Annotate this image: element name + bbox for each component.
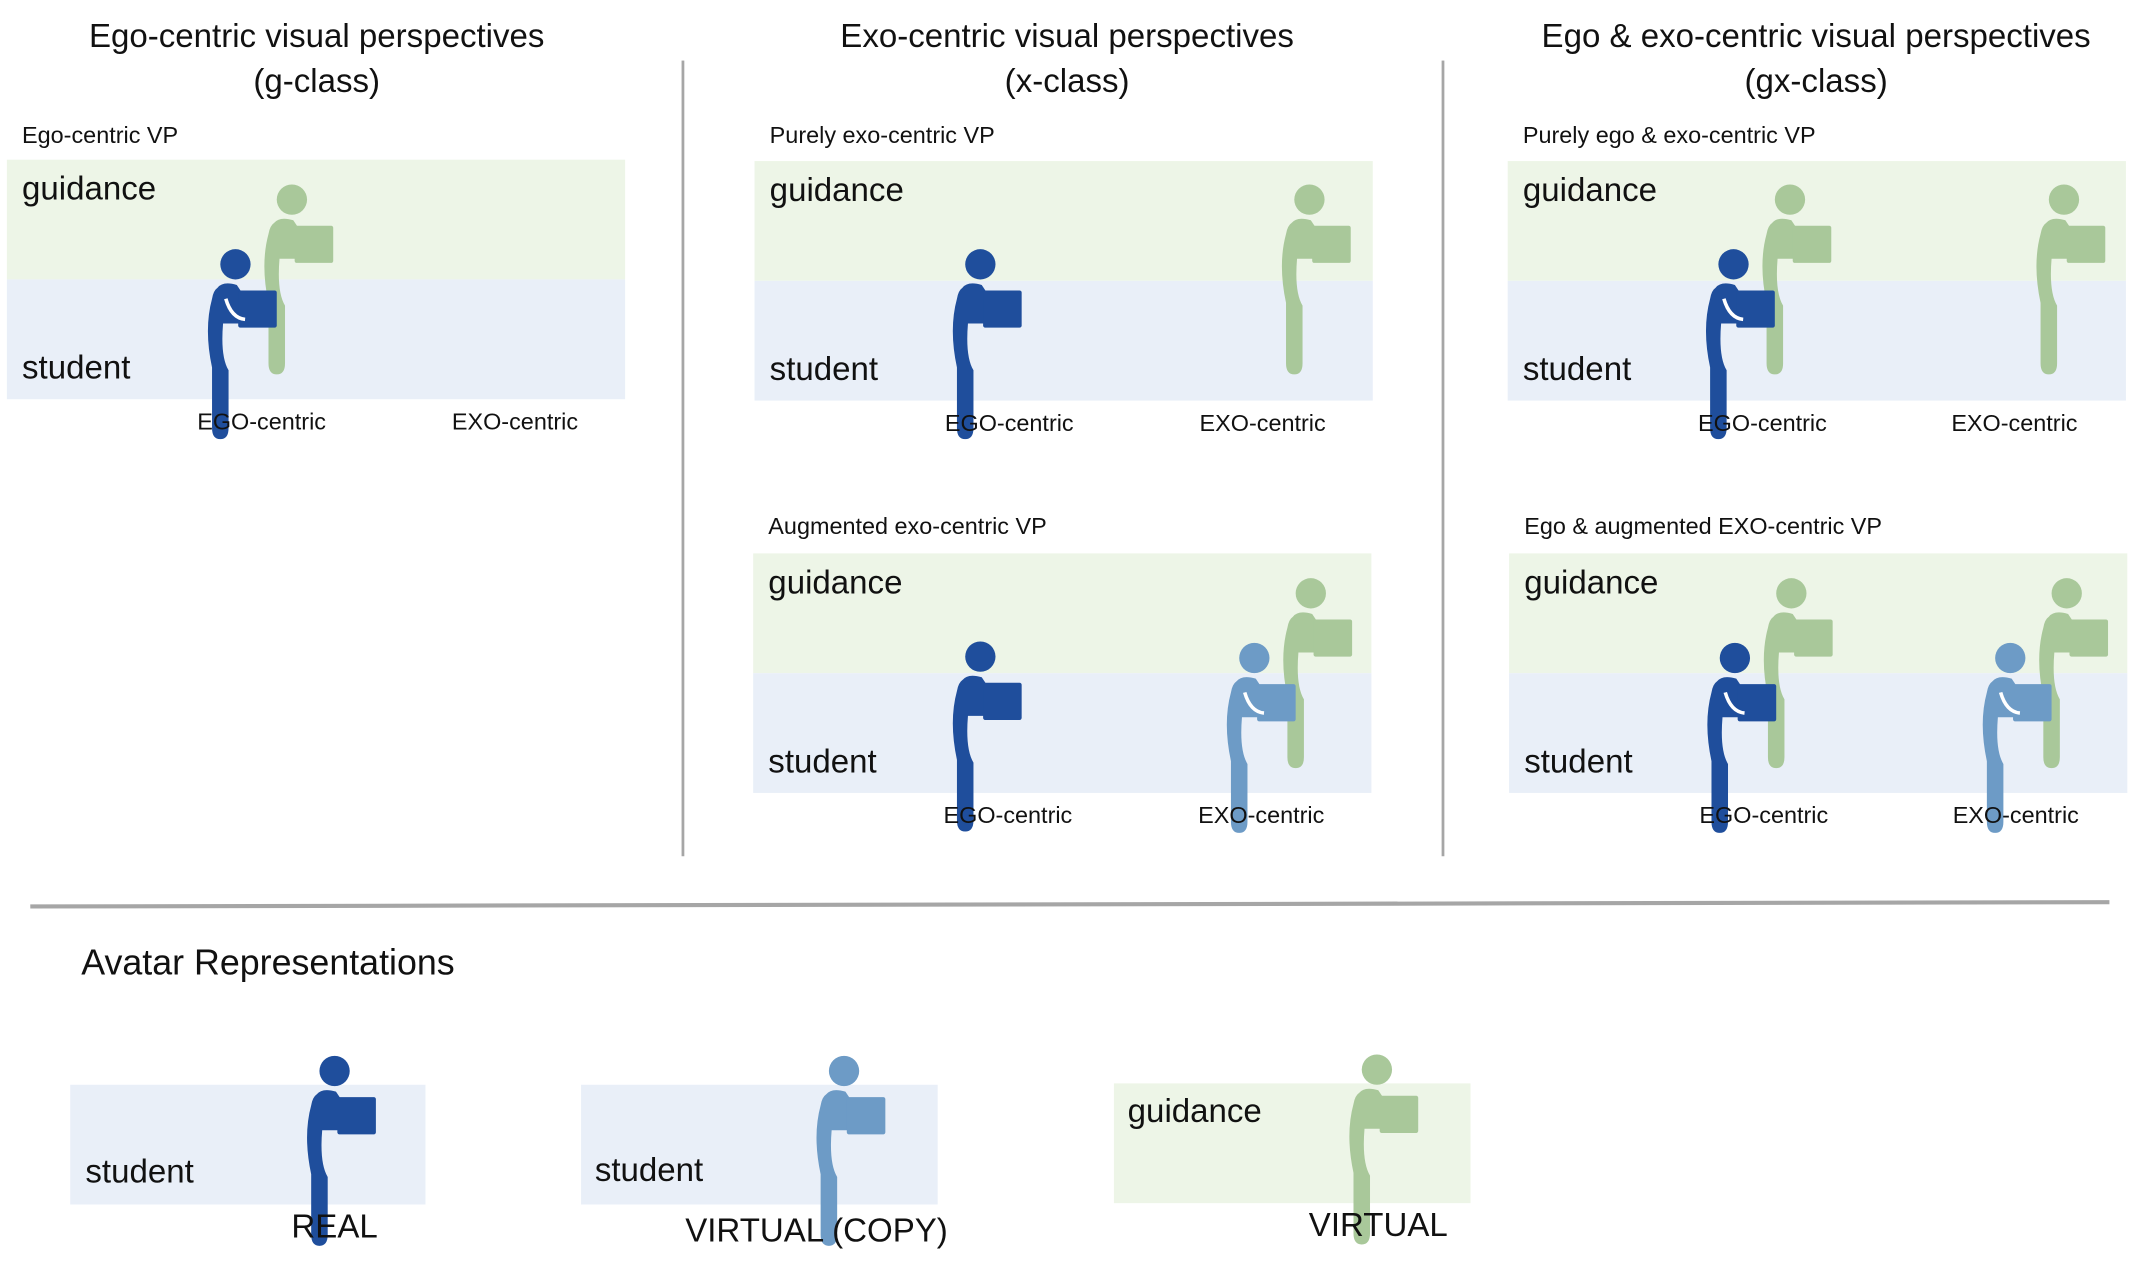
student-label: student: [768, 743, 877, 781]
avatar-real-label: REAL: [291, 1208, 378, 1246]
student-band: [1507, 280, 2126, 401]
column-title-line1: Ego & exo-centric visual perspectives: [1541, 17, 2091, 56]
guidance-band: [754, 161, 1373, 281]
guidance-label: guidance: [1127, 1093, 1262, 1131]
ego-centric-label: EGO-centric: [944, 410, 1074, 437]
column-title-line2: (g-class): [253, 63, 381, 101]
column-title-x-class: Exo-centric visual perspectives (x-class…: [840, 14, 1294, 105]
ego-centric-label: EGO-centric: [1699, 802, 1829, 829]
exo-centric-label: EXO-centric: [1951, 410, 2078, 437]
guidance-label: guidance: [769, 172, 904, 210]
exo-centric-label: EXO-centric: [1198, 802, 1325, 829]
column-title-g-class: Ego-centric visual perspectives (g-class…: [89, 14, 544, 105]
guidance-label: guidance: [768, 564, 903, 602]
student-label: student: [769, 351, 879, 389]
exo-centric-label: EXO-centric: [1952, 802, 2079, 829]
panel-title: Purely ego & exo-centric VP: [1522, 122, 1816, 149]
panel-purely-exo-centric-vp: guidance student: [754, 161, 1373, 440]
avatar-virtual-copy-label: VIRTUAL (COPY): [685, 1212, 948, 1250]
column-title-line1: Exo-centric visual perspectives: [840, 17, 1294, 56]
student-band: [6, 279, 626, 400]
panel-purely-ego-and-exo-centric-vp: guidance student: [1507, 161, 2126, 441]
ego-centric-label: EGO-centric: [197, 408, 327, 436]
student-label: student: [1522, 351, 1632, 389]
panel-title: Ego & augmented EXO-centric VP: [1524, 513, 1883, 540]
column-title-line2: (gx-class): [1744, 63, 1888, 101]
student-label: student: [1524, 743, 1633, 781]
guidance-label: guidance: [1522, 172, 1657, 210]
column-divider-right: [1441, 60, 1445, 857]
guidance-label: guidance: [1524, 564, 1659, 602]
panel-ego-centric-vp: guidance student: [6, 159, 626, 441]
exo-centric-label: EXO-centric: [451, 408, 579, 436]
ego-centric-label: EGO-centric: [1698, 410, 1827, 437]
person-carrying-box-icon: [1281, 184, 1351, 375]
panel-title: Ego-centric VP: [22, 122, 179, 149]
guidance-label: guidance: [22, 170, 157, 208]
panel-title: Augmented exo-centric VP: [768, 513, 1047, 540]
panel-title: Purely exo-centric VP: [769, 122, 995, 149]
section-divider: [30, 900, 2110, 909]
ego-centric-label: EGO-centric: [943, 802, 1073, 829]
avatar-virtual-label: VIRTUAL: [1308, 1207, 1448, 1245]
panel-augmented-exo-centric-vp: guidance student: [753, 553, 1372, 835]
person-carrying-box-icon: [2036, 184, 2106, 375]
student-label: student: [85, 1153, 194, 1191]
student-label: student: [594, 1152, 704, 1190]
student-band: [754, 280, 1373, 401]
exo-centric-label: EXO-centric: [1199, 410, 1326, 437]
column-divider-left: [681, 60, 685, 857]
column-title-line2: (x-class): [1004, 63, 1130, 101]
column-title-line1: Ego-centric visual perspectives: [88, 17, 545, 56]
column-title-gx-class: Ego & exo-centric visual perspectives (g…: [1542, 14, 2091, 105]
panel-ego-and-augmented-exo-centric-vp: guidance student: [1509, 553, 2128, 835]
avatar-section-title: Avatar Representations: [81, 941, 455, 983]
student-label: student: [22, 349, 131, 387]
